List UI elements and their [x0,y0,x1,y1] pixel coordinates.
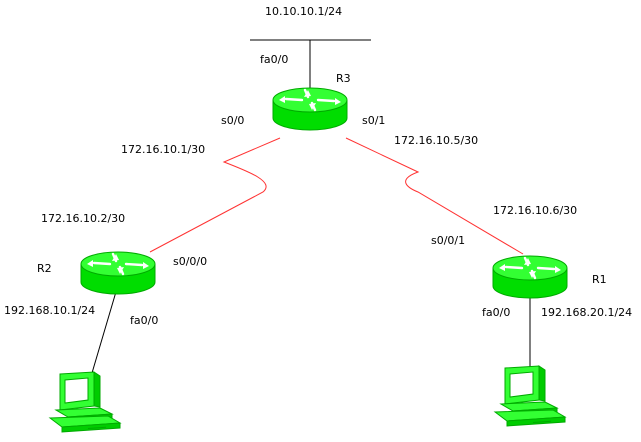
serial-link-r3-r2 [149,137,281,253]
r1-name-label: R1 [592,273,607,286]
r2-host-link [91,284,119,374]
r3-r2-r3-ip-label: 172.16.10.1/30 [121,143,205,156]
r3-serial-left-label: s0/0 [221,114,244,127]
r2-lan-interface-label: fa0/0 [130,314,158,327]
router-r2-icon[interactable] [79,250,157,296]
r2-serial-label: s0/0/0 [173,255,207,268]
pc-r2-icon[interactable] [49,371,121,433]
r3-r2-r2-ip-label: 172.16.10.2/30 [41,212,125,225]
r2-name-label: R2 [37,262,52,275]
r3-lan-interface-label: fa0/0 [260,53,288,66]
r3-serial-right-label: s0/1 [362,114,385,127]
router-r3-icon[interactable] [271,86,349,132]
r1-lan-interface-label: fa0/0 [482,306,510,319]
r3-r1-r3-ip-label: 172.16.10.5/30 [394,134,478,147]
lan-subnet-label: 10.10.10.1/24 [265,5,342,18]
r3-name-label: R3 [336,72,351,85]
serial-link-r3-r1 [345,137,524,255]
router-r1-icon[interactable] [491,254,569,300]
r1-lan-ip-label: 192.168.20.1/24 [541,306,632,319]
r2-lan-ip-label: 192.168.10.1/24 [4,304,95,317]
r1-serial-label: s0/0/1 [431,234,465,247]
r3-r1-r1-ip-label: 172.16.10.6/30 [493,204,577,217]
pc-r1-icon[interactable] [494,365,566,427]
